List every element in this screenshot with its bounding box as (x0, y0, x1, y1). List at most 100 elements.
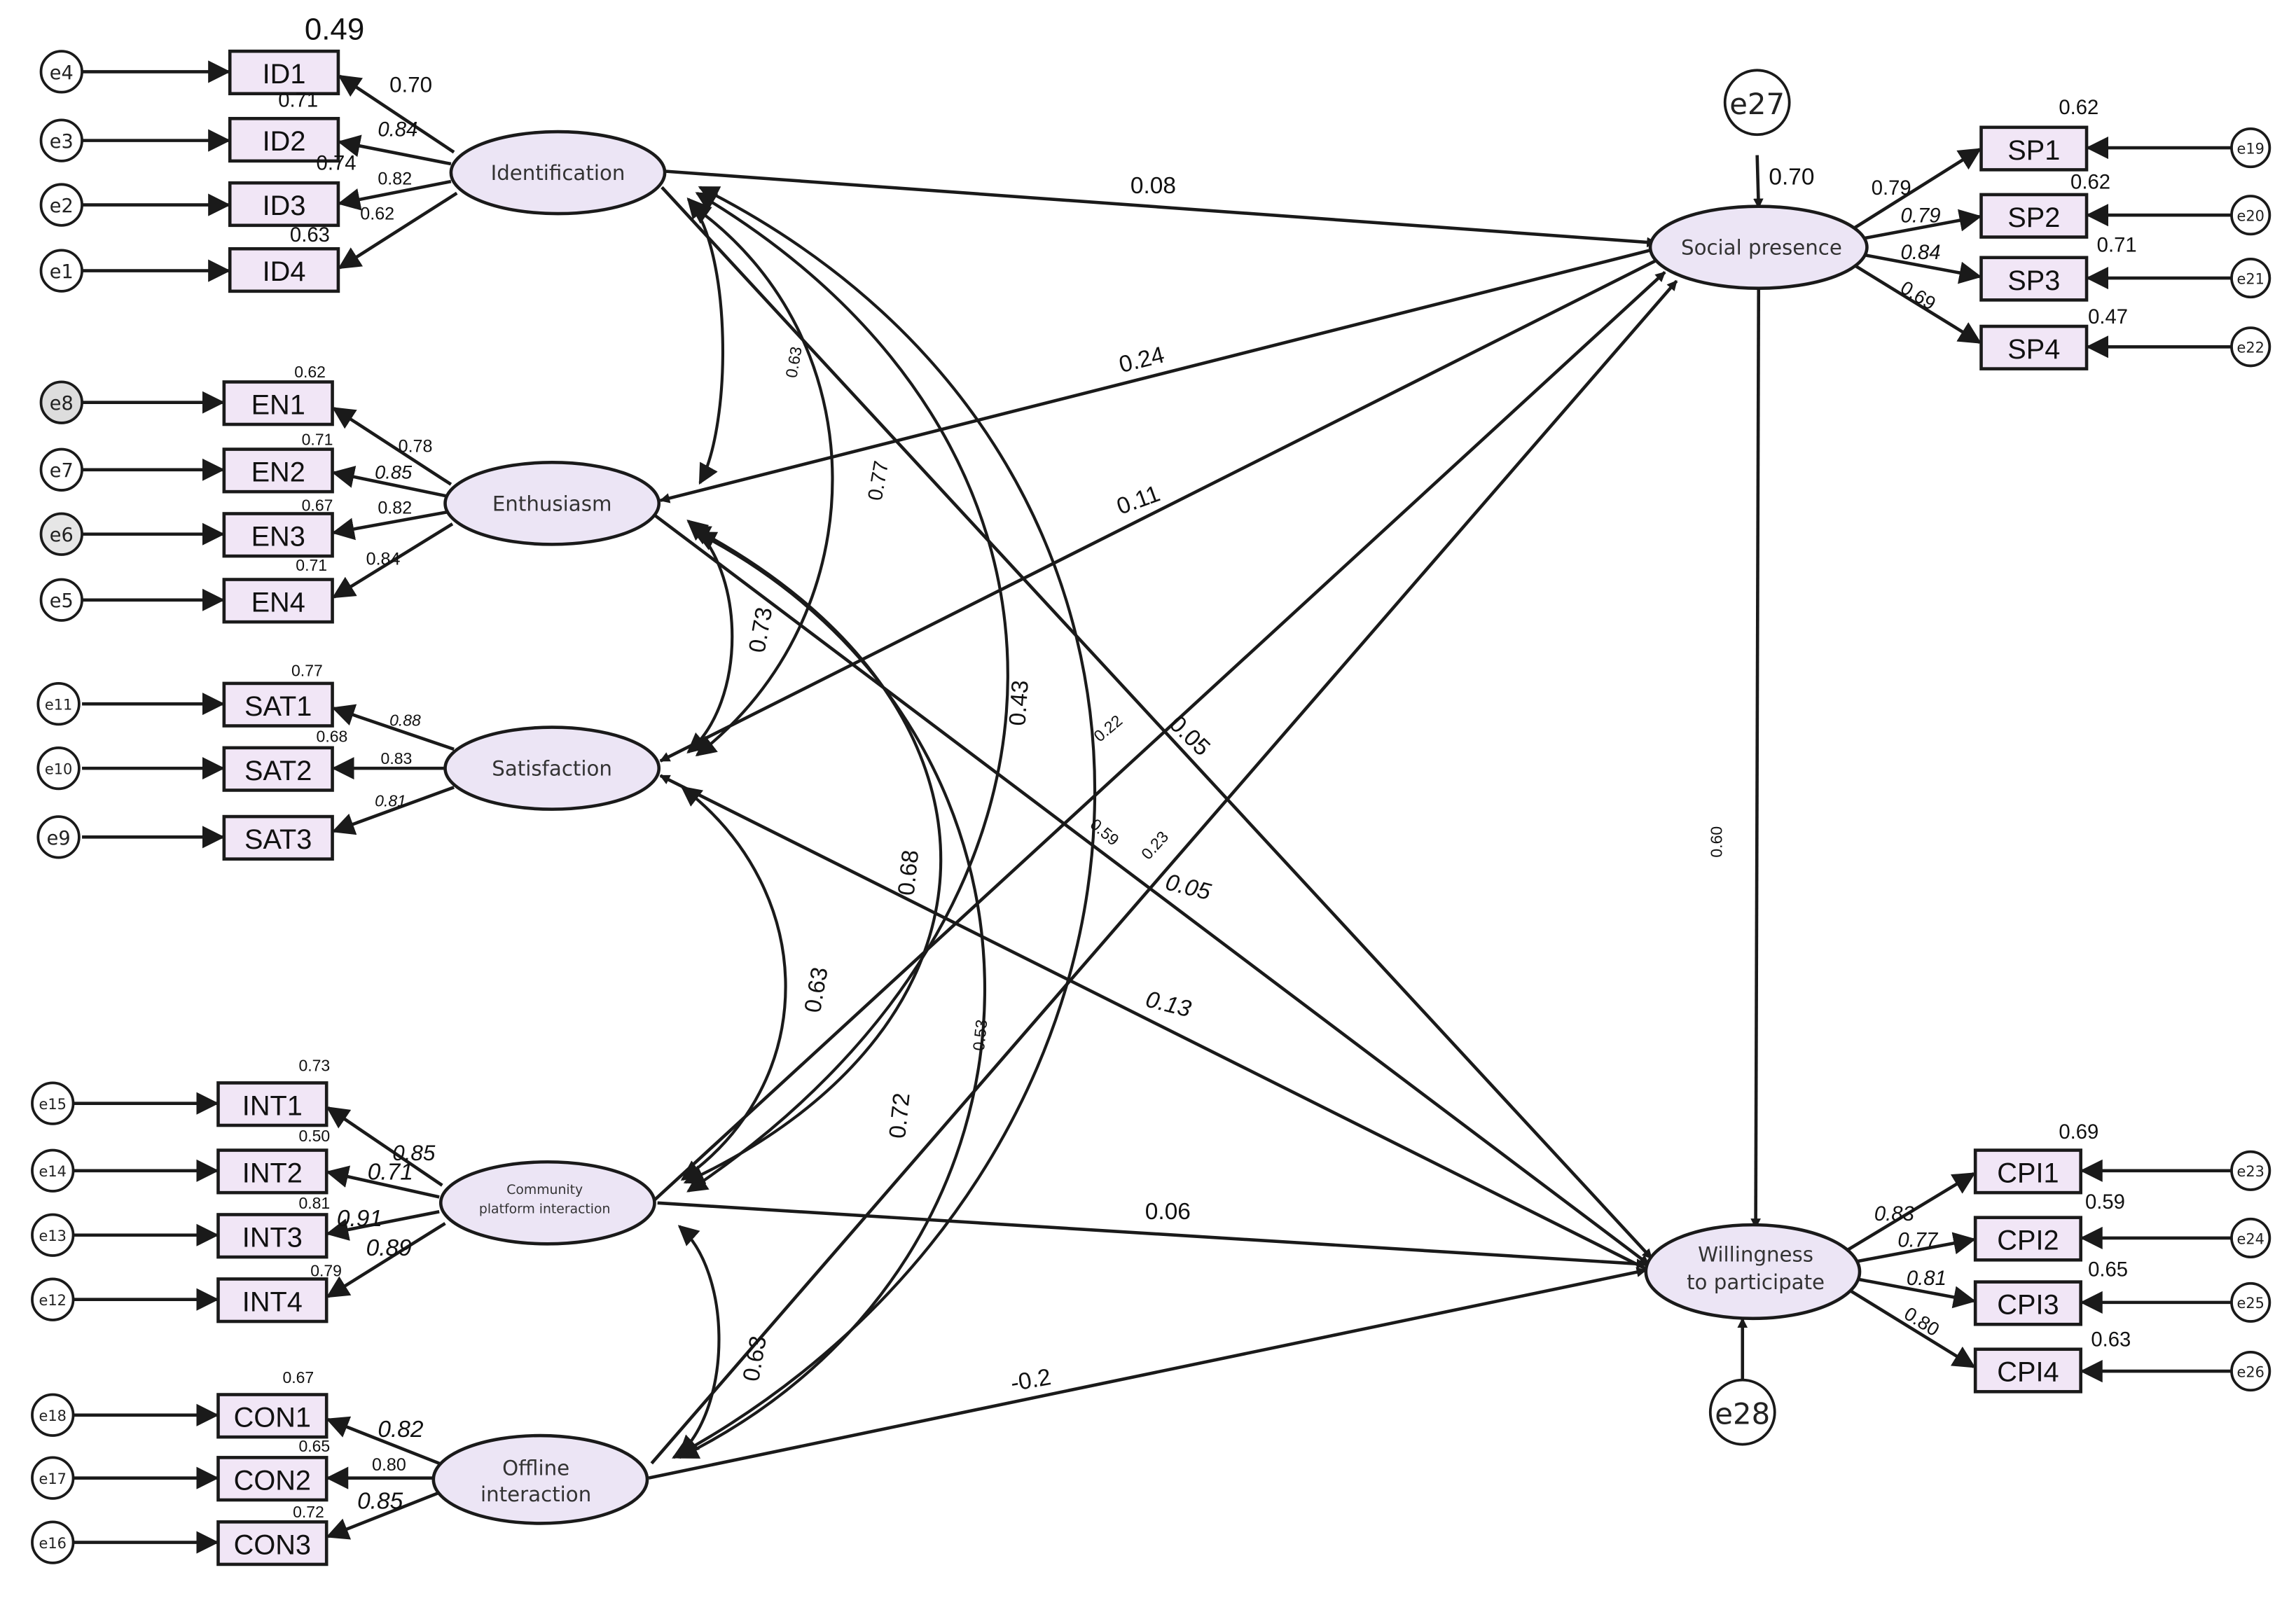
error-label: e14 (39, 1163, 67, 1180)
loading-label-INT1: 0.85 (392, 1141, 436, 1165)
indicator-EN4: EN4 (222, 578, 334, 624)
indicator-label: INT3 (242, 1222, 303, 1253)
measurement-arrows (73, 60, 2236, 1554)
loading-arrow-SP4 (1853, 263, 1982, 344)
latent-label-line-1: Willingness (1698, 1242, 1813, 1266)
cov-label-enthusiasm-satisfaction: 0.73 (745, 605, 778, 655)
loading-label-ID2: 0.84 (378, 118, 417, 141)
r2-label-SP4: 0.47 (2088, 306, 2128, 328)
path-enthusiasm-social-presence (659, 247, 1657, 503)
error-CPI2: e24 (2230, 1217, 2271, 1258)
r2-label-SAT2: 0.68 (317, 728, 348, 746)
error-label: e1 (50, 261, 74, 283)
error-label: e20 (2236, 208, 2264, 225)
error-label: e4 (50, 62, 74, 84)
error-SP2: e20 (2230, 195, 2271, 236)
indicator-ID4: ID4 (228, 246, 340, 293)
error-label: e25 (2236, 1295, 2264, 1312)
error-INT2: e14 (31, 1148, 75, 1193)
error-INT4: e12 (31, 1277, 75, 1321)
error-CON2: e17 (31, 1456, 75, 1500)
indicator-label: EN1 (251, 389, 305, 420)
error-SP3: e21 (2230, 258, 2271, 299)
loading-label-EN1: 0.78 (399, 437, 433, 457)
r2-label-INT3: 0.81 (298, 1194, 330, 1212)
loading-arrow-ID3 (337, 179, 452, 211)
loading-arrow-SP3 (1862, 253, 1982, 284)
loading-label-INT4: 0.89 (366, 1235, 412, 1261)
indicator-label: SP3 (2007, 265, 2060, 296)
error-CPI4: e26 (2230, 1351, 2271, 1392)
indicator-label: CON2 (234, 1465, 311, 1496)
loading-label-EN3: 0.82 (378, 499, 412, 518)
cov-label-identification-community: 0.43 (1004, 679, 1033, 727)
indicator-label: SP1 (2007, 135, 2060, 166)
loading-arrow-EN4 (331, 522, 454, 599)
r2-label-social-presence: 0.70 (1769, 164, 1814, 190)
error-CON1: e18 (31, 1393, 75, 1437)
indicator-label: ID1 (263, 59, 306, 90)
disturbance-label: e28 (1715, 1396, 1770, 1431)
error-label: e9 (47, 828, 71, 849)
error-label: e12 (39, 1292, 67, 1309)
latent-enthusiasm: Enthusiasm (443, 461, 661, 546)
indicator-label: SAT3 (244, 824, 312, 855)
cov-label-identification-enthusiasm: 0.63 (782, 345, 805, 380)
latent-label-line-2: platform interaction (479, 1202, 611, 1216)
disturbance-willingness: e28 (1708, 1378, 1776, 1446)
coef-satisfaction-willingness: 0.13 (1143, 987, 1194, 1023)
cov-identification-satisfaction (689, 203, 834, 757)
path-offline-willingness (648, 1267, 1647, 1480)
error-label: e2 (50, 195, 74, 217)
error-SP4: e22 (2230, 326, 2271, 368)
indicator-label: EN3 (251, 521, 305, 552)
error-label: e24 (2236, 1230, 2264, 1247)
error-EN3: e6 (39, 512, 83, 556)
indicator-SAT2: SAT2 (222, 746, 334, 792)
loading-label-SP3: 0.84 (1901, 242, 1941, 264)
error-label: e22 (2236, 340, 2264, 356)
path-coefficient-labels: 0.08 0.24 0.11 0.22 0.23 0.05 0.59 0.05 … (1009, 173, 1725, 1397)
indicator-label: SAT2 (244, 756, 312, 786)
loading-arrow-ID4 (338, 191, 458, 270)
indicator-label: CPI3 (1997, 1290, 2059, 1321)
r2-label-EN1: 0.62 (294, 363, 326, 381)
r2-label-ID3: 0.74 (317, 152, 357, 174)
error-CPI3: e25 (2230, 1281, 2271, 1323)
disturbance-social-presence: e27 (1723, 69, 1791, 137)
loading-arrow-INT3 (326, 1210, 440, 1241)
cov-identification-offline (672, 186, 1096, 1459)
indicator-label: CPI1 (1997, 1158, 2059, 1189)
indicator-label: CON1 (234, 1403, 311, 1433)
cov-label-enthusiasm-offline: 0.72 (885, 1092, 915, 1140)
cov-identification-community (686, 192, 1009, 1193)
loading-label-CPI3: 0.81 (1907, 1267, 1946, 1290)
loading-arrow-CPI2 (1856, 1232, 1977, 1263)
path-community-willingness (657, 1201, 1647, 1270)
latent-satisfaction: Satisfaction (443, 725, 661, 811)
indicator-SP2: SP2 (1979, 193, 2089, 239)
path-offline-social-presence (650, 279, 1678, 1465)
indicator-SP1: SP1 (1979, 125, 2089, 172)
loading-label-SP1: 0.79 (1872, 177, 1911, 200)
r2-label-SP2: 0.62 (2070, 172, 2110, 194)
latent-label: Identification (491, 161, 625, 185)
indicator-SAT3: SAT3 (222, 814, 334, 861)
indicator-label: CON3 (234, 1529, 311, 1560)
error-SAT3: e9 (36, 815, 81, 859)
r2-label-ID4: 0.63 (290, 224, 330, 246)
indicator-CPI4: CPI4 (1973, 1347, 2082, 1394)
error-label: e17 (39, 1471, 67, 1487)
error-label: e16 (39, 1535, 67, 1552)
cov-identification-enthusiasm (686, 197, 725, 485)
coef-community-willingness: 0.06 (1145, 1199, 1191, 1225)
coef-satisfaction-social-presence: 0.11 (1114, 481, 1164, 520)
error-ID4: e1 (39, 249, 83, 293)
loading-label-CPI2: 0.77 (1897, 1229, 1939, 1251)
indicator-label: EN2 (251, 457, 305, 488)
loading-label-EN2: 0.85 (375, 461, 413, 482)
covariance-arcs (672, 186, 1096, 1459)
loading-arrow-EN1 (331, 407, 452, 486)
error-SAT2: e10 (36, 746, 81, 791)
error-CPI1: e23 (2230, 1150, 2271, 1191)
